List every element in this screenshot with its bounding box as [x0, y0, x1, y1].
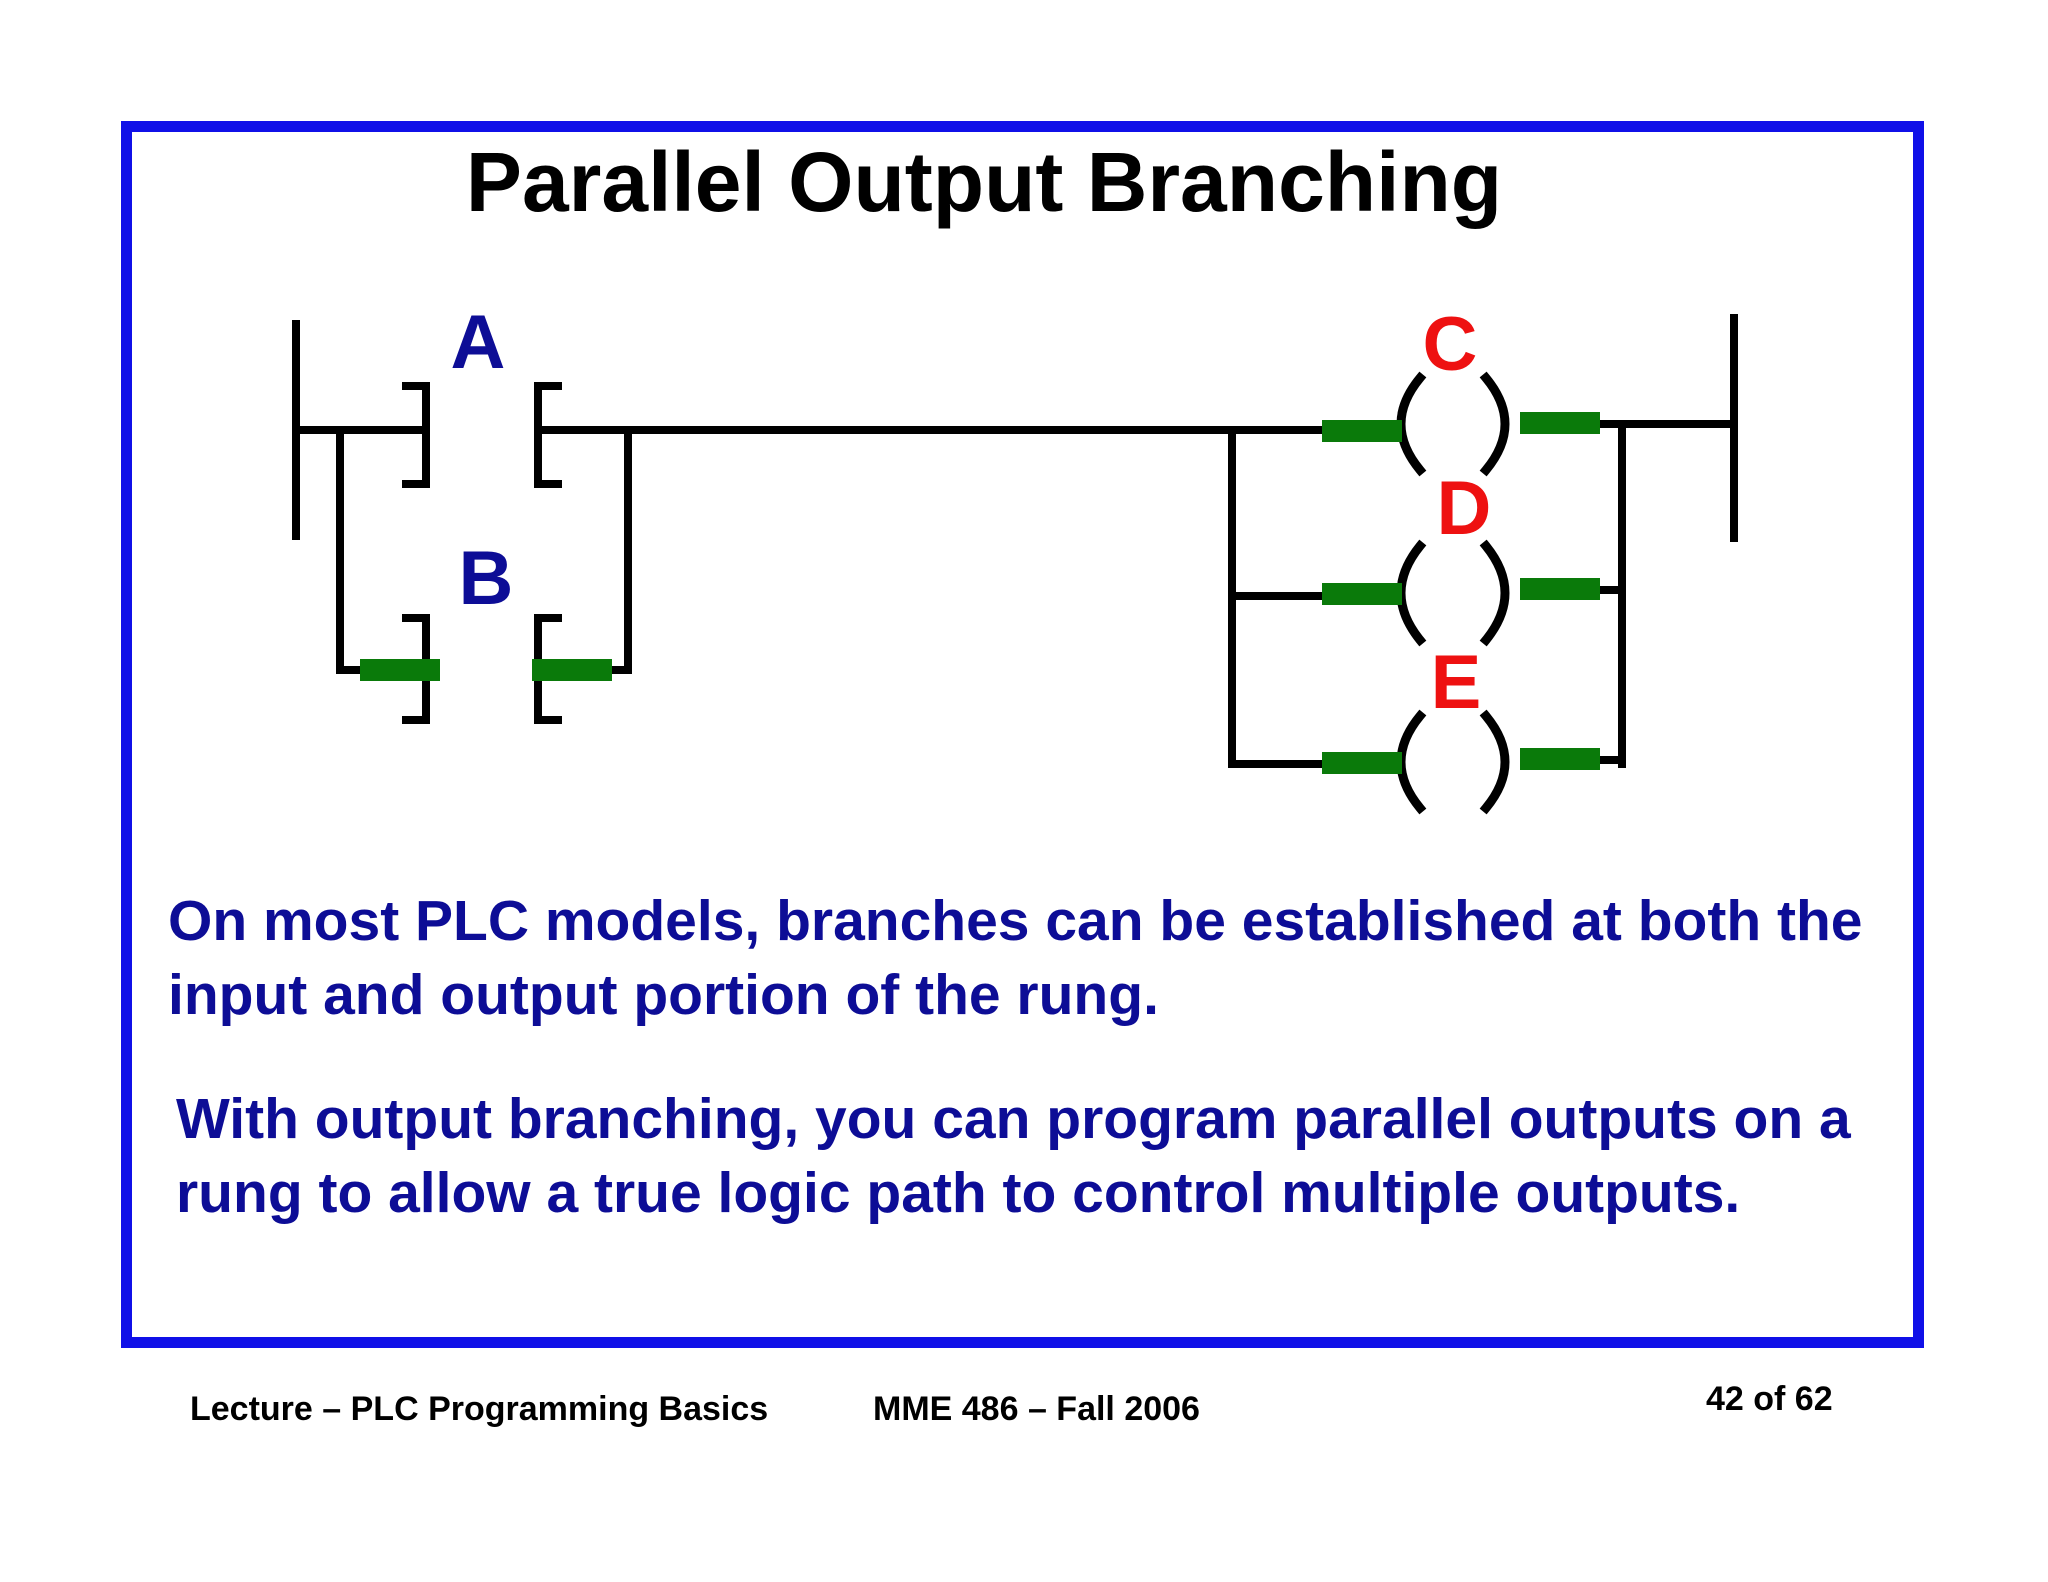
footer-page-number: 42 of 62	[1706, 1380, 1833, 1418]
energized-b-left	[360, 659, 440, 681]
energized-c-right	[1520, 412, 1600, 434]
coil-c-label: C	[1423, 302, 1478, 387]
energized-c-left	[1322, 420, 1402, 442]
contact-b-label: B	[459, 536, 514, 621]
energized-d-right	[1520, 578, 1600, 600]
footer-course: MME 486 – Fall 2006	[873, 1390, 1200, 1428]
energized-e-left	[1322, 752, 1402, 774]
coil-e-label: E	[1431, 640, 1482, 725]
contact-a-label: A	[451, 300, 506, 385]
contact-a	[402, 382, 562, 488]
body-paragraph-1: On most PLC models, branches can be esta…	[168, 889, 1863, 1027]
coil-c	[1396, 371, 1510, 477]
energized-d-left	[1322, 583, 1402, 605]
slide-title: Parallel Output Branching	[465, 135, 1503, 229]
wire-b-return	[606, 430, 632, 674]
energized-b-right	[532, 659, 612, 681]
coil-e	[1396, 709, 1510, 815]
coil-d	[1396, 539, 1510, 647]
wire-branch-to-b	[336, 426, 364, 674]
footer-lecture: Lecture – PLC Programming Basics	[190, 1390, 769, 1428]
body-paragraph-2: With output branching, you can program p…	[176, 1087, 1851, 1225]
energized-e-right	[1520, 748, 1600, 770]
coil-d-label: D	[1437, 466, 1492, 551]
